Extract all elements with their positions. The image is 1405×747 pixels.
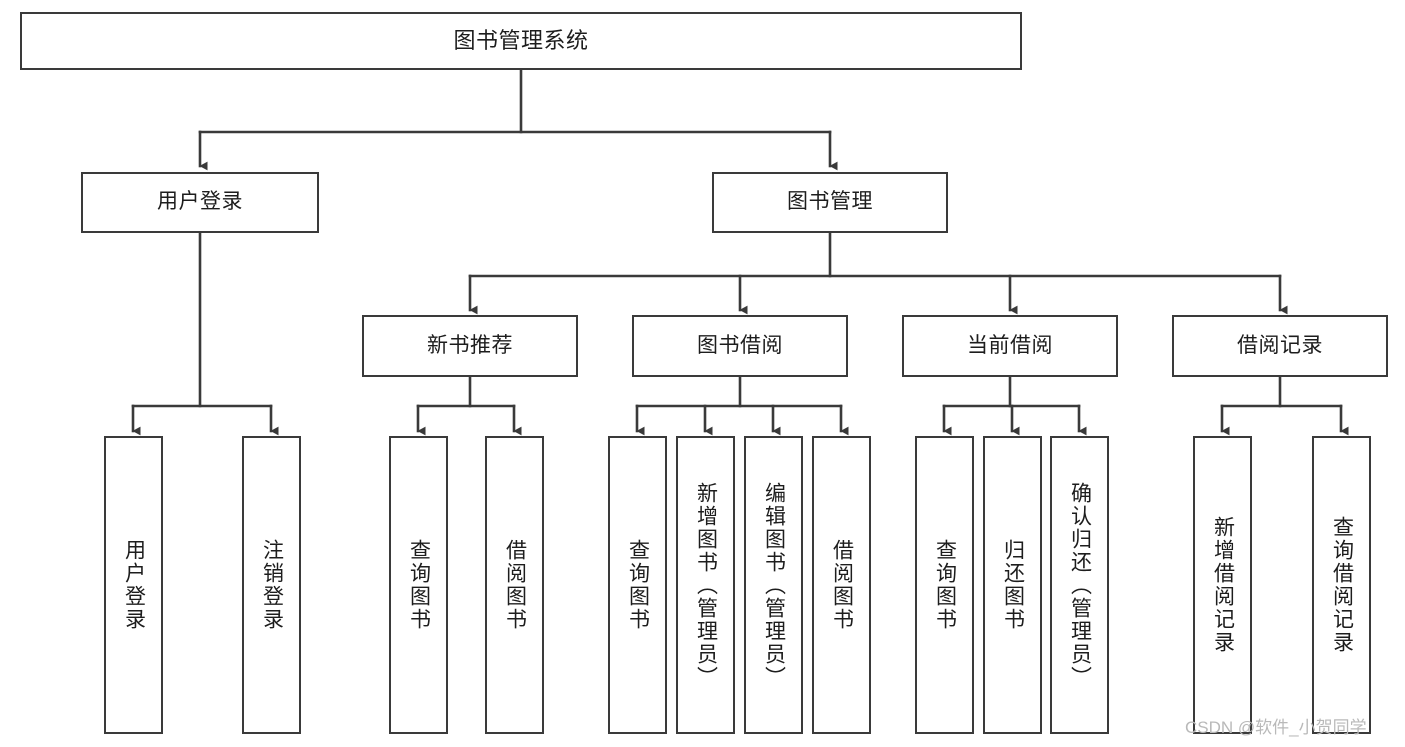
node-user-login[interactable]: 用户登录: [81, 172, 319, 233]
node-leaf-query-book-3[interactable]: 查询图书: [915, 436, 974, 734]
node-leaf-logout-login[interactable]: 注销登录: [242, 436, 301, 734]
node-new-book-recommend-label: 新书推荐: [427, 333, 513, 357]
node-leaf-return-book-label: 归还图书: [1001, 539, 1025, 631]
node-leaf-borrow-book-2-label: 借阅图书: [830, 539, 854, 631]
node-borrow-record-label: 借阅记录: [1237, 333, 1323, 357]
node-new-book-recommend[interactable]: 新书推荐: [362, 315, 578, 377]
node-leaf-query-book-3-label: 查询图书: [933, 539, 957, 631]
node-book-manage-label: 图书管理: [787, 190, 873, 214]
node-current-borrow[interactable]: 当前借阅: [902, 315, 1118, 377]
watermark: CSDN @软件_小贺同学: [1185, 718, 1367, 737]
node-leaf-borrow-book-1[interactable]: 借阅图书: [485, 436, 544, 734]
node-leaf-query-book-1[interactable]: 查询图书: [389, 436, 448, 734]
node-book-borrow[interactable]: 图书借阅: [632, 315, 848, 377]
node-leaf-add-borrow-record[interactable]: 新增借阅记录: [1193, 436, 1252, 734]
node-leaf-add-book[interactable]: 新增图书（管理员）: [676, 436, 735, 734]
node-borrow-record[interactable]: 借阅记录: [1172, 315, 1388, 377]
node-root-label: 图书管理系统: [453, 28, 589, 54]
node-leaf-add-borrow-record-label: 新增借阅记录: [1211, 516, 1235, 654]
node-leaf-edit-book-label: 编辑图书（管理员）: [762, 481, 786, 689]
node-leaf-query-borrow-record-label: 查询借阅记录: [1330, 516, 1354, 654]
node-leaf-query-borrow-record[interactable]: 查询借阅记录: [1312, 436, 1371, 734]
node-leaf-add-book-label: 新增图书（管理员）: [694, 481, 718, 689]
node-leaf-query-book-2-label: 查询图书: [626, 539, 650, 631]
node-leaf-logout-login-label: 注销登录: [260, 539, 284, 631]
node-leaf-user-login-label: 用户登录: [122, 539, 146, 631]
node-root[interactable]: 图书管理系统: [20, 12, 1022, 70]
node-leaf-query-book-2[interactable]: 查询图书: [608, 436, 667, 734]
node-leaf-confirm-return-label: 确认归还（管理员）: [1068, 481, 1092, 689]
node-user-login-label: 用户登录: [157, 190, 243, 214]
node-leaf-edit-book[interactable]: 编辑图书（管理员）: [744, 436, 803, 734]
node-book-manage[interactable]: 图书管理: [712, 172, 948, 233]
node-leaf-confirm-return[interactable]: 确认归还（管理员）: [1050, 436, 1109, 734]
node-leaf-borrow-book-2[interactable]: 借阅图书: [812, 436, 871, 734]
node-leaf-return-book[interactable]: 归还图书: [983, 436, 1042, 734]
node-current-borrow-label: 当前借阅: [967, 333, 1053, 357]
node-book-borrow-label: 图书借阅: [697, 333, 783, 357]
node-leaf-user-login[interactable]: 用户登录: [104, 436, 163, 734]
node-leaf-query-book-1-label: 查询图书: [407, 539, 431, 631]
node-leaf-borrow-book-1-label: 借阅图书: [503, 539, 527, 631]
